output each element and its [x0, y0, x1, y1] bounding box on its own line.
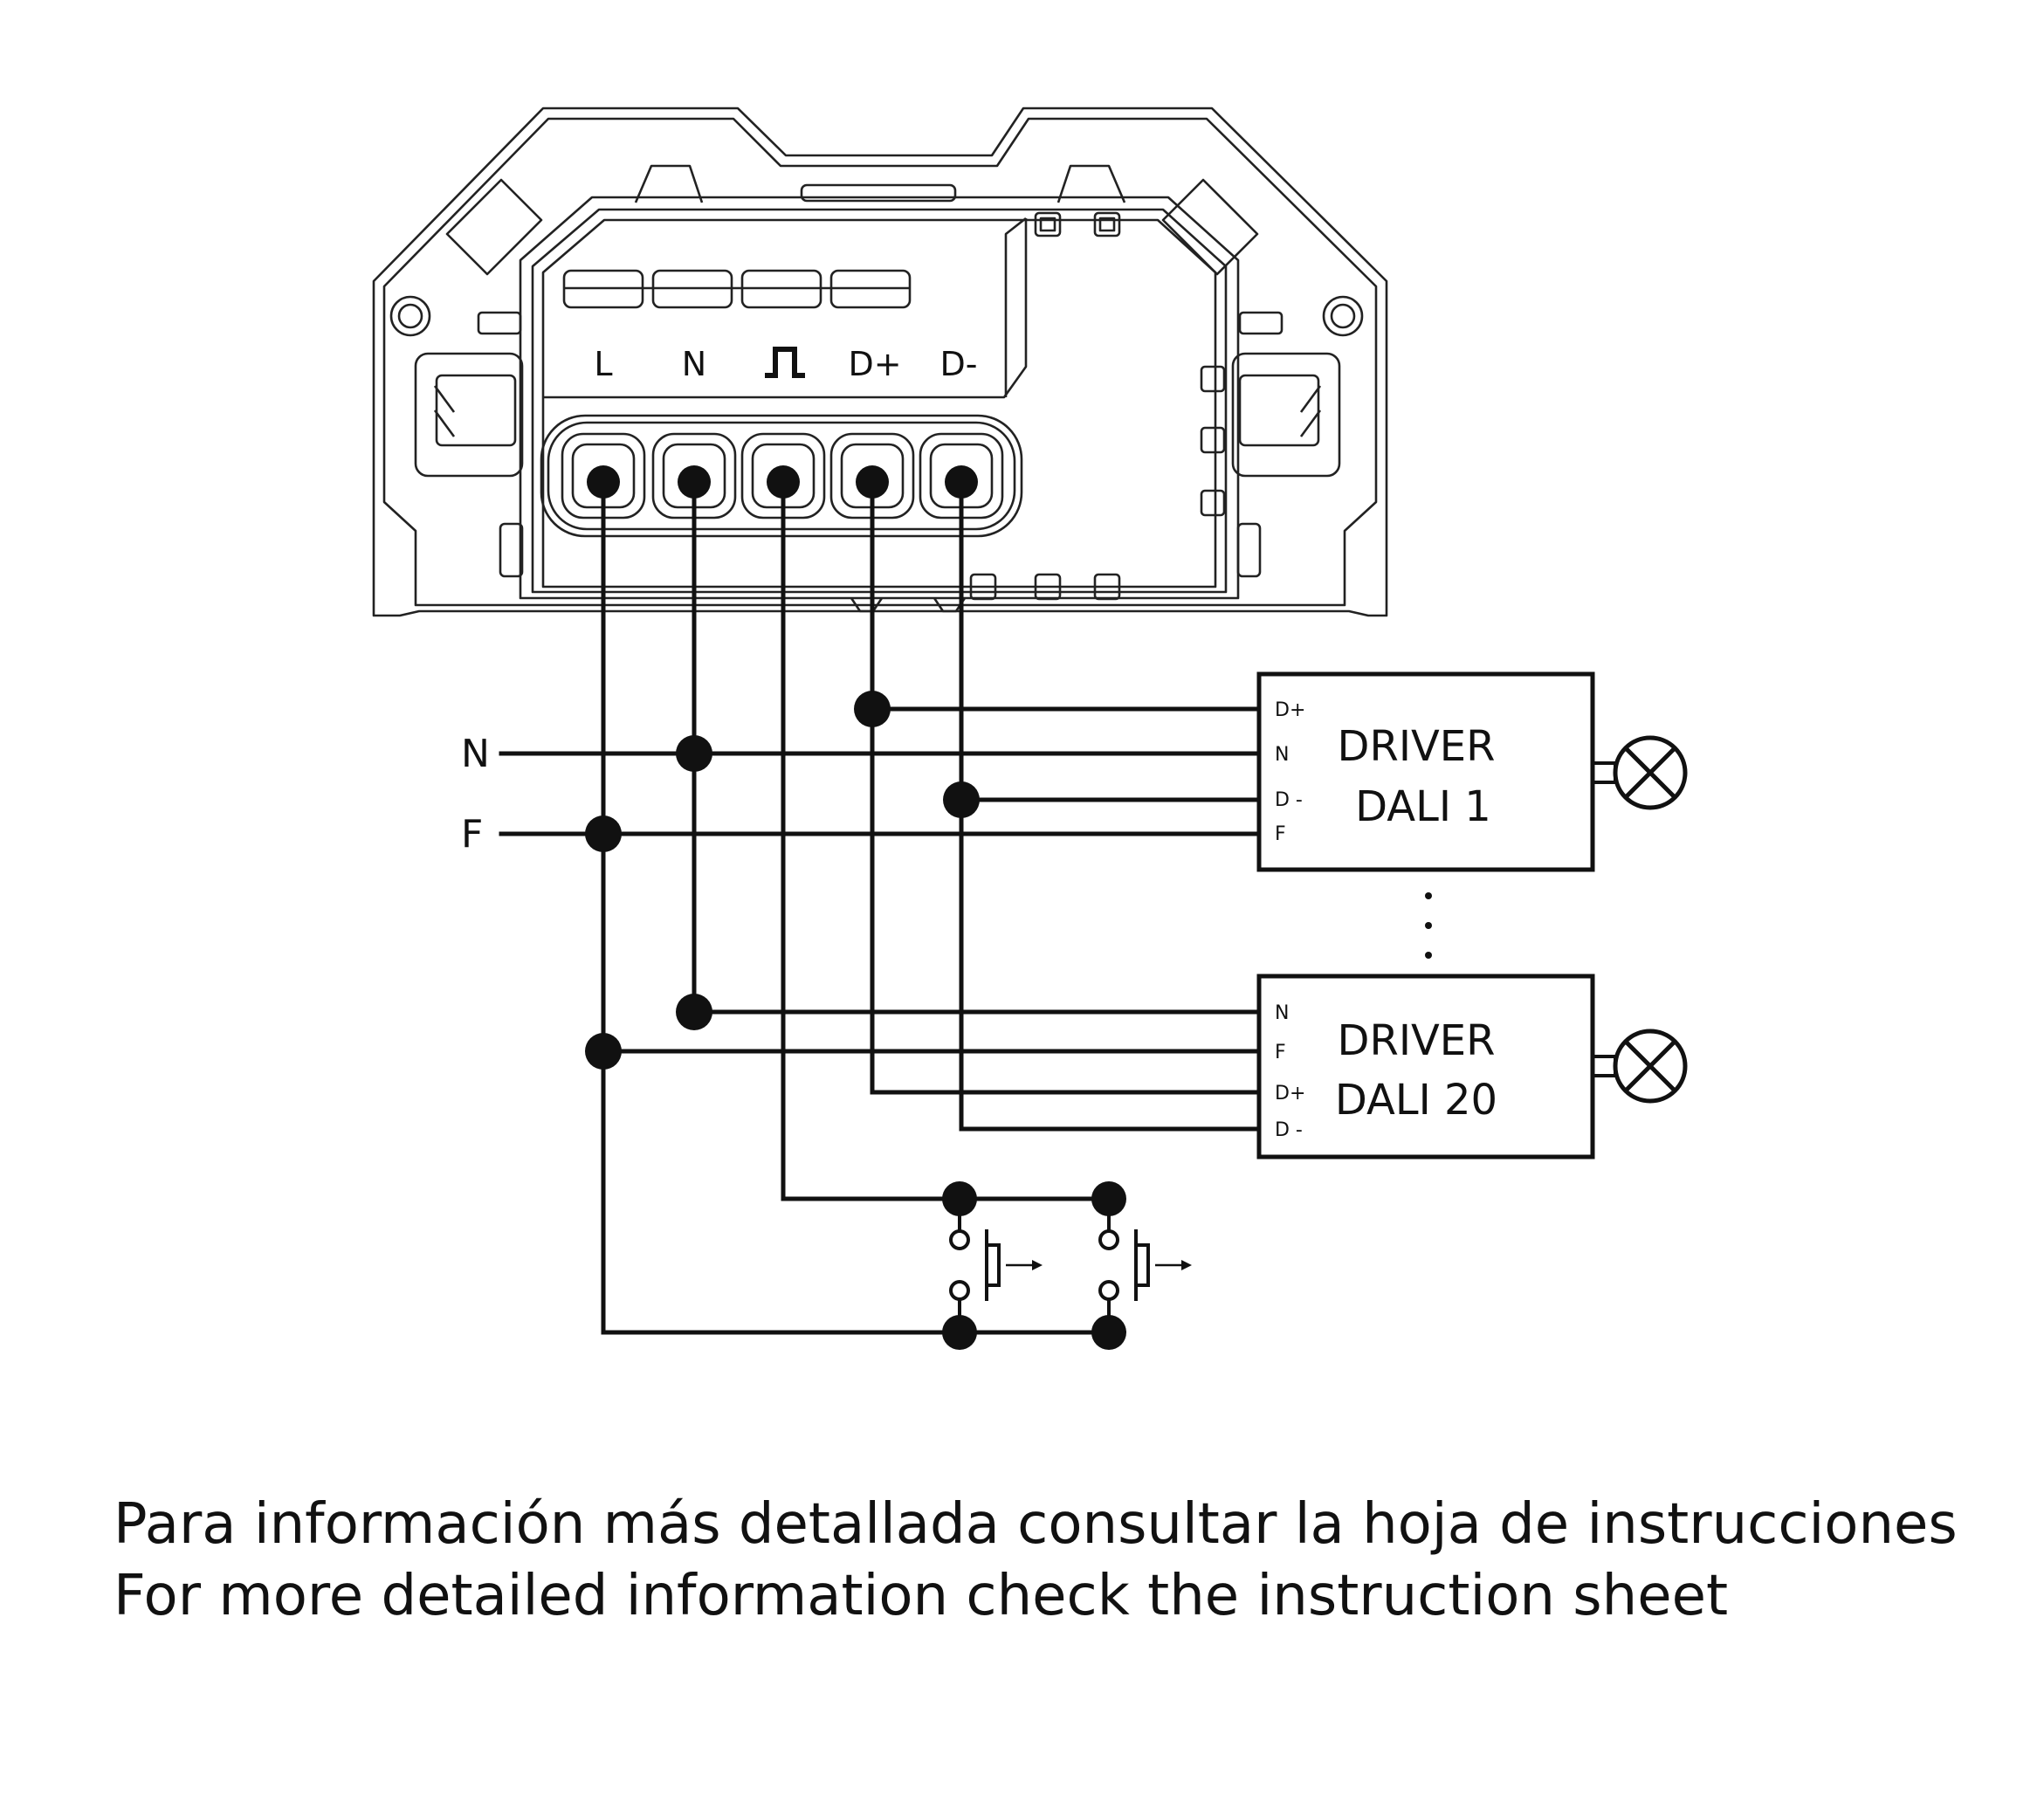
mains-f-label: F: [461, 812, 483, 857]
dimmer-device: [372, 107, 1388, 617]
instructions-note-en: For more detailed information check the …: [114, 1564, 1729, 1628]
terminal-l-label: L: [594, 345, 612, 383]
terminal-d-minus-label: D-: [940, 345, 978, 383]
driver1-pin-f: F: [1275, 823, 1286, 845]
driver20-title-line1: DRIVER: [1338, 1016, 1496, 1065]
driver1-pin-n: N: [1275, 744, 1289, 766]
wiring: [499, 479, 1262, 1335]
lamp-icon-1: [1591, 735, 1688, 810]
driver20-title-line2: DALI 20: [1335, 1076, 1497, 1125]
driver1-pin-dminus: D -: [1275, 789, 1303, 811]
pushbutton-1: [942, 1181, 1043, 1350]
driver20-pin-f: F: [1275, 1042, 1286, 1063]
driver1-pin-dplus: D+: [1275, 699, 1305, 721]
driver20-pin-dplus: D+: [1275, 1083, 1305, 1105]
driver1-title-line1: DRIVER: [1338, 722, 1496, 771]
lamp-icon-20: [1591, 1029, 1688, 1104]
mains-n-label: N: [461, 732, 490, 776]
pushbutton-2: [1091, 1181, 1192, 1350]
junction-dots: [585, 465, 980, 1070]
instructions-note-es: Para información más detallada consultar…: [114, 1492, 1958, 1557]
terminal-n-label: N: [682, 345, 706, 383]
driver-dali-20: N F D+ D - DRIVER DALI 20: [1256, 974, 1595, 1160]
driver20-pin-n: N: [1275, 1002, 1289, 1024]
driver-dali-1: D+ N D - F DRIVER DALI 1: [1256, 671, 1595, 872]
terminal-d-plus-label: D+: [848, 345, 901, 383]
driver20-pin-dminus: D -: [1275, 1119, 1303, 1141]
continuation-dots: [1425, 892, 1432, 959]
pulse-icon: [765, 347, 805, 378]
driver1-title-line2: DALI 1: [1355, 782, 1491, 831]
